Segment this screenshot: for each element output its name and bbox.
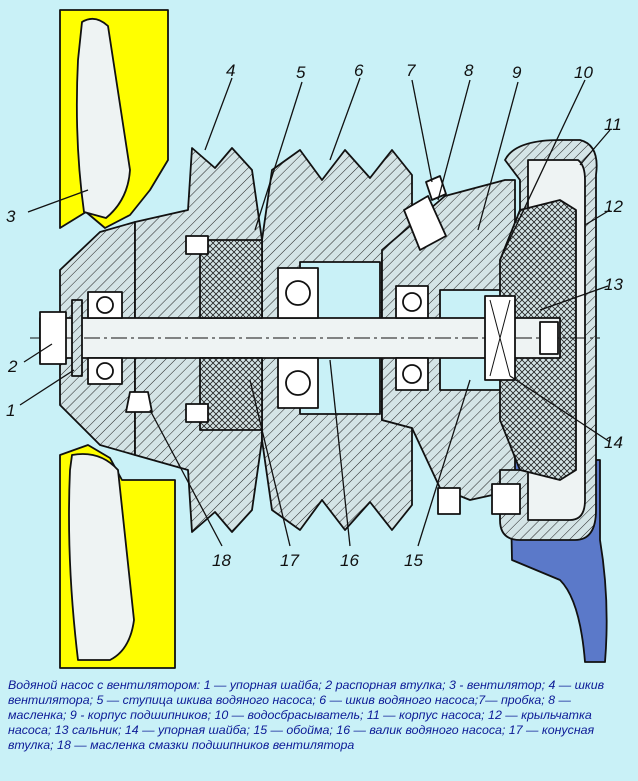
bearing-housing [381,179,516,501]
oiler [403,195,447,251]
bearing-housing-lower [395,357,429,391]
callout-8: 8 [464,61,474,80]
callout-1: 1 [6,401,15,420]
callout-17: 17 [280,551,299,570]
callout-7: 7 [406,61,416,80]
callout-5: 5 [296,63,306,82]
callout-15: 15 [404,551,423,570]
figure-caption: Водяной насос с вентилятором: 1 — упорна… [8,678,605,752]
callout-3: 3 [6,207,16,226]
callout-2: 2 [7,357,18,376]
callout-10: 10 [574,63,593,82]
callout-12: 12 [604,197,623,216]
spacer-sleeve [39,311,67,365]
bearing-housing-upper [395,285,429,319]
grease-fitting [125,391,153,413]
bolt-lower-left [185,403,209,423]
bolt-lower-right [437,487,461,515]
bolt-lower-right-2 [491,483,521,515]
callout-13: 13 [604,275,623,294]
fan-blade-lower-plate [68,453,135,661]
fan-blade-upper-plate [75,17,131,219]
bearing-pulley-upper [277,267,319,319]
callout-9: 9 [512,63,522,82]
callout-16: 16 [340,551,359,570]
water-pump-cross-section: 3 2 1 4 5 6 7 8 9 10 11 12 13 14 15 16 1… [6,9,623,669]
thrust-washer-1 [71,299,83,377]
bearing-pulley-lower [277,357,319,409]
bearing-fan-upper [87,291,123,319]
bolt-upper-left [185,235,209,255]
shaft-nut [539,321,559,355]
callout-14: 14 [604,433,623,452]
callout-11: 11 [604,115,622,134]
leader-lines [19,77,611,547]
callout-6: 6 [354,61,364,80]
bearing-fan-lower [87,357,123,385]
plug [425,175,447,201]
callout-18: 18 [212,551,231,570]
callout-4: 4 [226,61,235,80]
